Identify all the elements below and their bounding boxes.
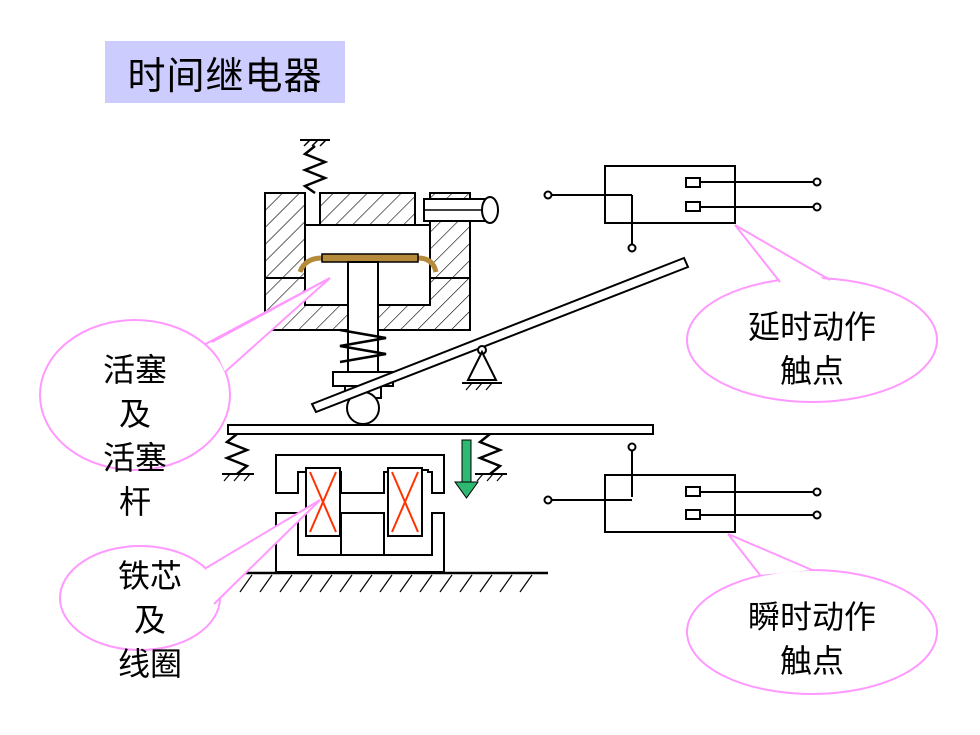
callout-delayed-line-1: 延时动作: [748, 308, 876, 346]
callout-instant: 瞬时动作 触点: [686, 533, 938, 695]
callout-piston-line-3: 活塞: [103, 439, 167, 477]
lever: [310, 256, 690, 414]
left-spring: [222, 433, 254, 482]
top-spring: [300, 139, 330, 195]
coil-left: [305, 467, 341, 537]
armature: [227, 424, 654, 435]
callout-delayed: 延时动作 触点: [686, 224, 938, 403]
callout-core-line-3: 线圈: [118, 645, 182, 683]
ground-base: [215, 571, 548, 593]
callout-delayed-line-2: 触点: [780, 352, 844, 390]
callout-piston-line-1: 活塞: [103, 351, 167, 389]
coil-right: [387, 467, 423, 537]
callout-core-line-1: 铁芯: [118, 557, 182, 595]
right-spring: [475, 433, 507, 482]
callout-piston: 活塞 及 活塞 杆: [39, 277, 331, 521]
delayed-contact: [543, 165, 822, 253]
callout-instant-line-1: 瞬时动作: [748, 598, 876, 636]
callout-core-line-2: 及: [134, 601, 166, 639]
instant-contact: [543, 442, 822, 533]
down-arrow-icon: [454, 439, 479, 499]
callout-instant-line-2: 触点: [780, 642, 844, 680]
page-title: 时间继电器: [105, 41, 345, 103]
callout-piston-line-2: 及: [119, 395, 151, 433]
callout-piston-line-4: 杆: [119, 483, 151, 521]
callout-core: 铁芯 及 线圈: [59, 499, 321, 683]
